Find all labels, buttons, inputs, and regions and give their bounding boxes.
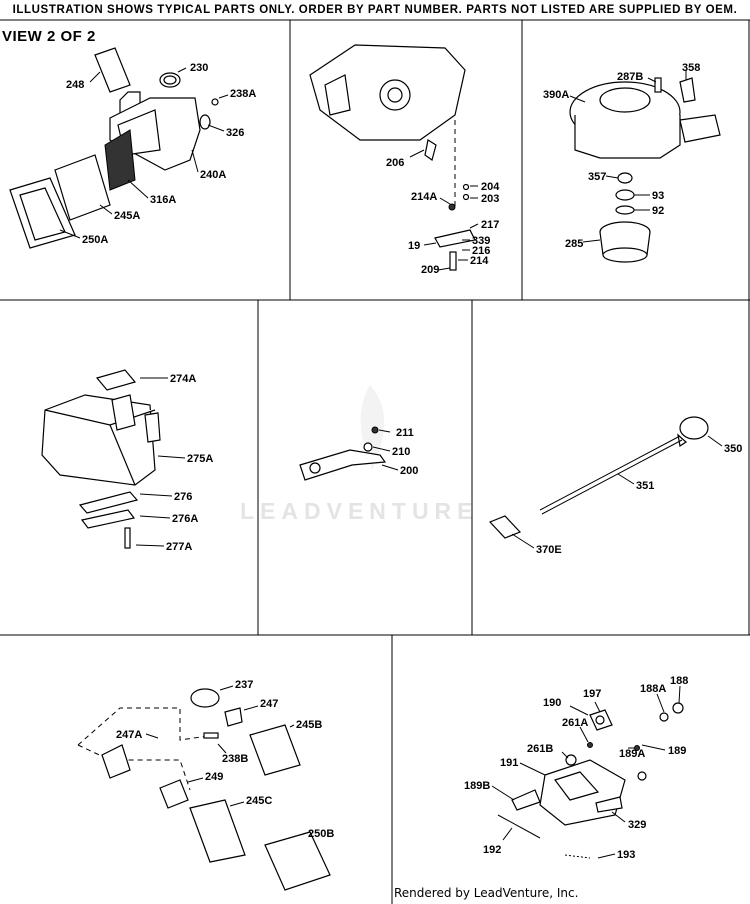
part-label: 209 (421, 264, 439, 276)
part-label: 200 (400, 465, 418, 477)
control-illustration (497, 702, 684, 859)
watermark-text: LEADVENTURE (240, 498, 479, 524)
part-label: 245B (296, 719, 322, 731)
part-label: 276A (172, 513, 198, 525)
fuel-filter-leaders (145, 685, 307, 836)
part-label: 358 (682, 62, 700, 74)
part-label: 190 (543, 697, 561, 709)
part-label: 211 (396, 427, 414, 439)
part-label: 249 (205, 771, 223, 783)
part-label: 326 (226, 127, 244, 139)
part-label: 277A (166, 541, 192, 553)
parts-notice: ILLUSTRATION SHOWS TYPICAL PARTS ONLY. O… (12, 4, 738, 16)
air-cleaner-illustration (9, 47, 219, 249)
recoil-starter-illustration (569, 77, 721, 263)
part-label: 261B (527, 743, 553, 755)
blower-housing-labels: 206 214A 204 203 217 19 339 216 214 209 (386, 157, 500, 276)
part-label: 275A (187, 453, 213, 465)
footer-credit: Rendered by LeadVenture, Inc. (394, 886, 579, 900)
blower-housing-leaders (409, 149, 479, 271)
part-label: 189 (668, 745, 686, 757)
part-label: 203 (481, 193, 499, 205)
part-label: 192 (483, 844, 501, 856)
part-label: 350 (724, 443, 742, 455)
muffler-leaders (135, 377, 186, 547)
part-label: 188 (670, 675, 688, 687)
part-label: 250B (308, 828, 334, 840)
part-label: 204 (481, 181, 500, 193)
part-label: 238A (230, 88, 256, 100)
part-label: 351 (636, 480, 654, 492)
part-label: 357 (588, 171, 606, 183)
muffler-illustration (41, 369, 161, 549)
part-label: 247A (116, 729, 142, 741)
panel-grid (0, 19, 750, 904)
part-label: 93 (652, 190, 664, 202)
part-label: 217 (481, 219, 499, 231)
part-label: 193 (617, 849, 635, 861)
bracket-illustration (299, 426, 387, 481)
part-label: 240A (200, 169, 226, 181)
dipstick-leaders (511, 435, 723, 549)
part-label: 230 (190, 62, 208, 74)
part-label: 188A (640, 683, 666, 695)
part-label: 329 (628, 819, 646, 831)
air-cleaner-labels: 248 230 238A 326 240A 316A 245A 250A (66, 62, 256, 246)
part-label: 206 (386, 157, 404, 169)
muffler-labels: 274A 275A 276 276A 277A (166, 373, 213, 553)
part-label: 189B (464, 780, 490, 792)
part-label: 285 (565, 238, 583, 250)
recoil-starter-labels: 287B 358 390A 357 93 92 285 (543, 62, 700, 250)
part-label: 247 (260, 698, 278, 710)
part-label: 19 (408, 240, 420, 252)
bracket-labels: 211 210 200 (392, 427, 418, 477)
part-label: 197 (583, 688, 601, 700)
part-label: 216 (472, 245, 490, 257)
fuel-filter-labels: 237 247 247A 238B 245B 249 245C 250B (116, 679, 334, 840)
blower-housing-illustration (309, 44, 476, 271)
part-label: 390A (543, 89, 569, 101)
part-label: 214 (470, 255, 489, 267)
part-label: 248 (66, 79, 84, 91)
part-label: 370E (536, 544, 562, 556)
part-label: 274A (170, 373, 196, 385)
part-label: 237 (235, 679, 253, 691)
part-label: 238B (222, 753, 248, 765)
recoil-starter-leaders (569, 70, 687, 243)
fuel-filter-illustration (77, 688, 331, 891)
part-label: 287B (617, 71, 643, 83)
part-label: 316A (150, 194, 176, 206)
air-cleaner-leaders (59, 67, 229, 239)
part-label: 261A (562, 717, 588, 729)
part-label: 276 (174, 491, 192, 503)
dipstick-illustration (488, 416, 709, 539)
control-leaders (491, 685, 681, 859)
dipstick-labels: 350 351 370E (536, 443, 742, 556)
view-label: VIEW 2 OF 2 (2, 28, 96, 45)
part-label: 189A (619, 748, 645, 760)
part-label: 250A (82, 234, 108, 246)
part-label: 191 (500, 757, 518, 769)
part-label: 214A (411, 191, 437, 203)
part-label: 245A (114, 210, 140, 222)
part-label: 92 (652, 205, 664, 217)
part-label: 210 (392, 446, 410, 458)
part-label: 339 (472, 235, 490, 247)
control-labels: 197 190 188A 188 261A 261B 189A 189 191 … (464, 675, 688, 861)
part-label: 245C (246, 795, 272, 807)
bracket-leaders (372, 429, 399, 471)
